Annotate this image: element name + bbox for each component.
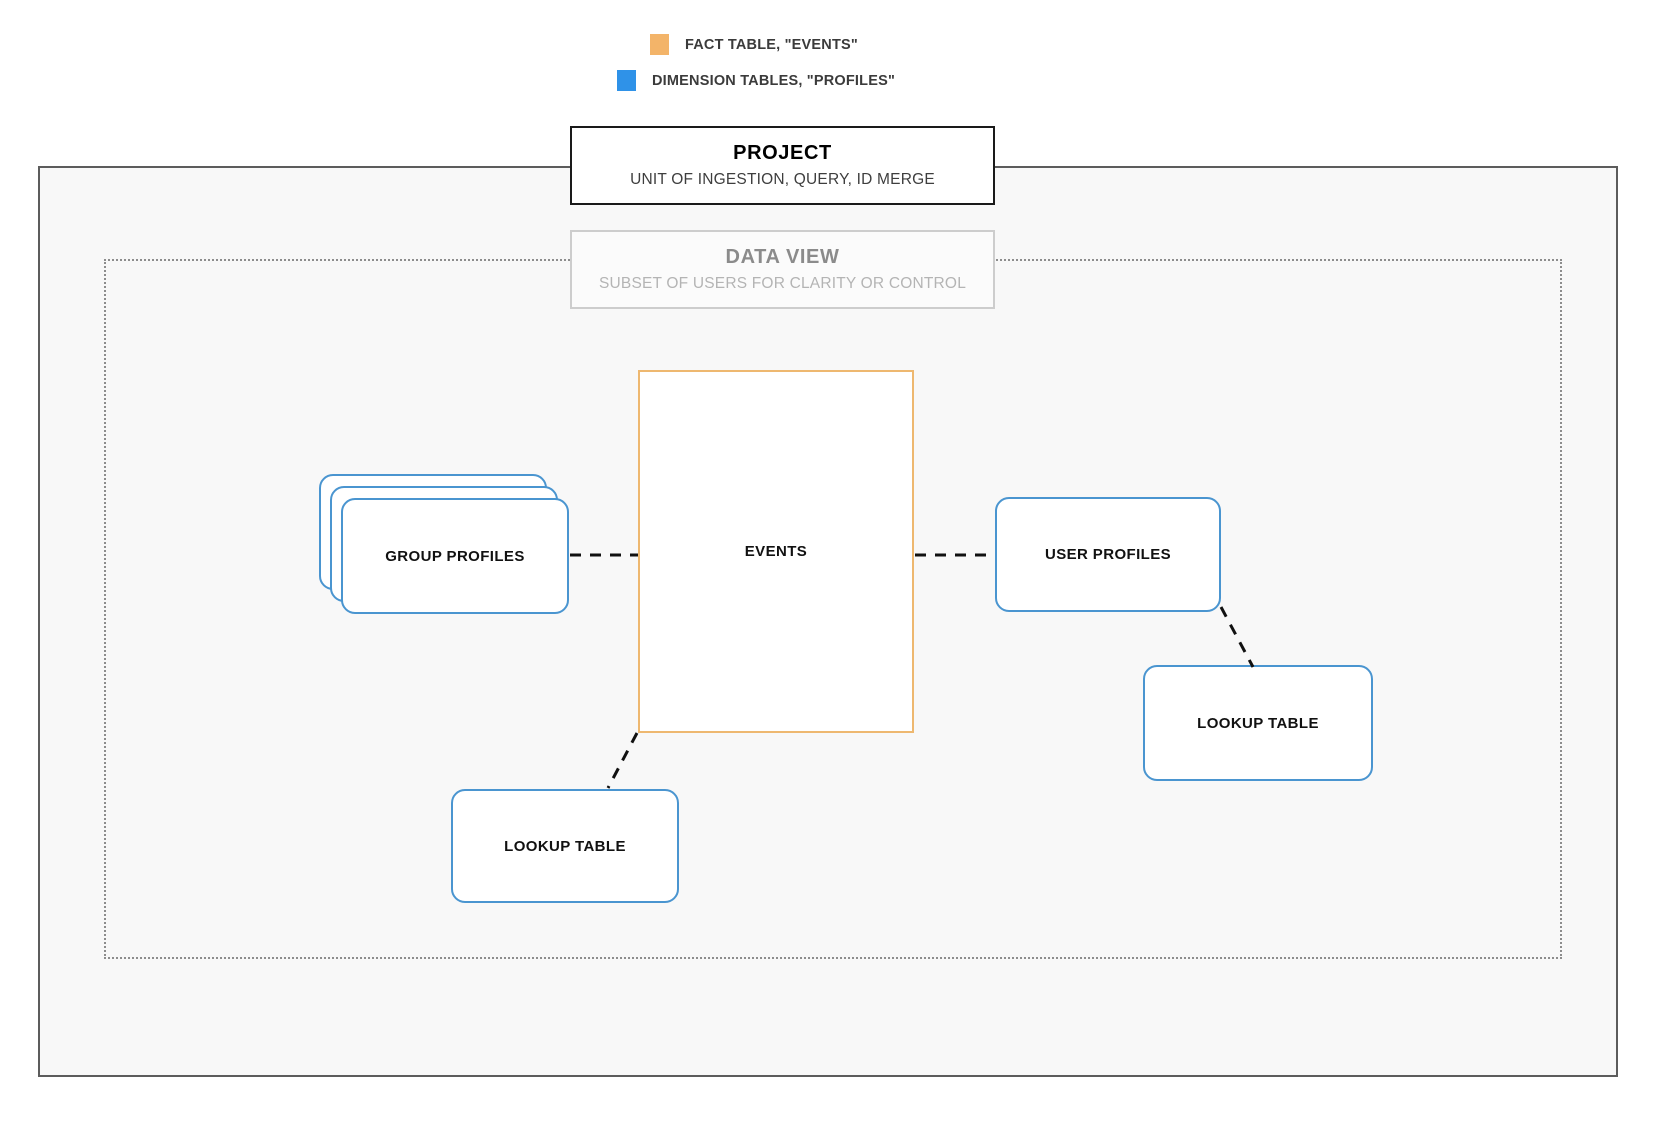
node-group-profiles: GROUP PROFILES [341,498,569,614]
node-lookup-table-left-label: LOOKUP TABLE [504,837,626,855]
data-view-subtitle: SUBSET OF USERS FOR CLARITY OR CONTROL [598,275,967,292]
node-lookup-table-left: LOOKUP TABLE [451,789,679,903]
project-title: PROJECT [733,142,832,164]
legend-item-fact-table: FACT TABLE, "EVENTS" [650,34,858,55]
node-group-profiles-label: GROUP PROFILES [385,547,525,565]
data-view-title: DATA VIEW [725,246,840,268]
node-events-label: EVENTS [744,543,808,560]
legend-label-dimension-tables: DIMENSION TABLES, "PROFILES" [652,72,896,89]
node-user-profiles: USER PROFILES [995,497,1221,612]
node-events: EVENTS [638,370,914,733]
legend-label-fact-table: FACT TABLE, "EVENTS" [685,36,858,53]
node-user-profiles-label: USER PROFILES [1044,546,1172,563]
orange-square-swatch [650,34,669,55]
legend-item-dimension-tables: DIMENSION TABLES, "PROFILES" [617,70,895,91]
node-lookup-table-right-label: LOOKUP TABLE [1197,714,1319,732]
project-subtitle: UNIT OF INGESTION, QUERY, ID MERGE [630,171,935,188]
project-header-box: PROJECT UNIT OF INGESTION, QUERY, ID MER… [570,126,995,205]
node-lookup-table-right: LOOKUP TABLE [1143,665,1373,781]
data-view-header-box: DATA VIEW SUBSET OF USERS FOR CLARITY OR… [570,230,995,309]
blue-square-swatch [617,70,636,91]
